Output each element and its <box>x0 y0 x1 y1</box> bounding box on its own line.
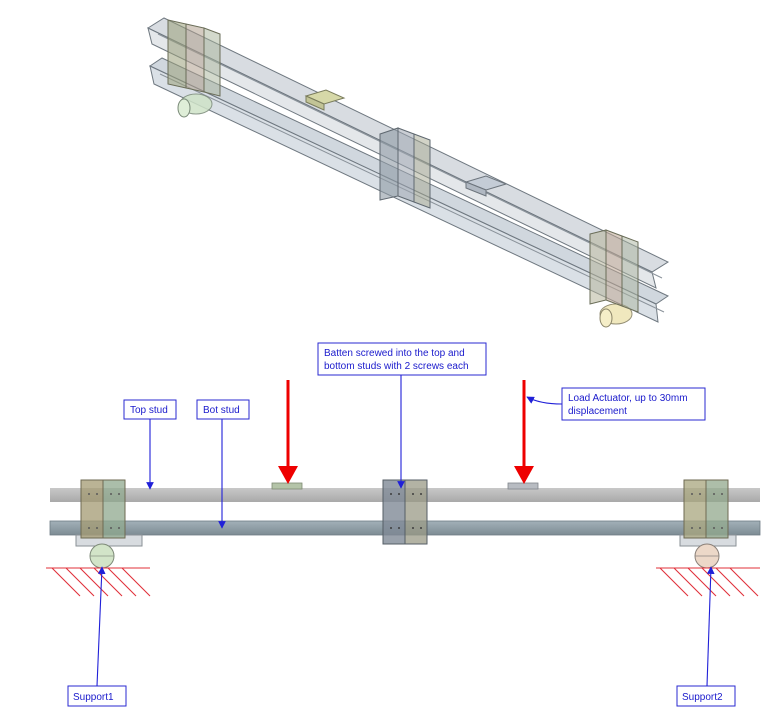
actuator-label-box <box>561 387 706 421</box>
iso-plate-left-2 <box>185 23 205 93</box>
right-end-plate-1 <box>683 479 707 539</box>
actuator-label-line2: displacement <box>568 406 627 417</box>
batten-label-line2: bottom studs with 2 screws each <box>324 361 469 372</box>
top-stud-label: Top stud <box>130 405 168 416</box>
actuator-label-line1: Load Actuator, up to 30mm <box>568 393 688 404</box>
right-end-screws <box>691 493 723 529</box>
callout-support2: Support2 <box>676 566 736 707</box>
support2-label-box <box>676 685 736 707</box>
batten-plate-2 <box>404 479 428 545</box>
batten-label-line1: Batten screwed into the top and <box>324 348 465 359</box>
callout-top-stud: Top stud <box>123 399 177 490</box>
support2-label: Support2 <box>682 692 723 703</box>
iso-plate-left-1 <box>167 19 187 89</box>
callout-support1: Support1 <box>67 566 127 707</box>
support2-ground <box>656 567 760 597</box>
iso-plate-right-2 <box>605 229 623 307</box>
left-end-plate-2 <box>102 479 126 539</box>
right-end-plate-2 <box>705 479 729 539</box>
load-pad-2 <box>507 482 539 490</box>
callout-load-actuator: Load Actuator, up to 30mm displacement <box>526 387 706 421</box>
side-view <box>46 380 761 597</box>
iso-plate-right-3 <box>621 235 639 313</box>
load-arrow-1 <box>278 380 298 484</box>
iso-load-pad-1-side <box>305 95 325 111</box>
load-arrow-2 <box>514 380 534 484</box>
iso-roller-left-end <box>177 98 191 118</box>
load-pad-1 <box>271 482 303 490</box>
callout-batten: Batten screwed into the top and bottom s… <box>317 342 487 489</box>
support1-leader <box>96 566 106 687</box>
callout-bot-stud: Bot stud <box>196 399 250 529</box>
iso-load-pad-2-side <box>465 181 487 197</box>
bot-stud-label: Bot stud <box>203 405 240 416</box>
iso-roller-right-end <box>599 308 613 328</box>
iso-plate-mid-1 <box>379 127 399 201</box>
actuator-leader <box>526 396 563 405</box>
support1-ground <box>46 567 151 597</box>
support2-leader <box>706 566 715 687</box>
batten-label-box <box>317 342 487 376</box>
iso-plate-mid-2 <box>397 127 415 203</box>
iso-plate-left-3 <box>203 27 221 97</box>
bot-stud-label-box <box>196 399 250 420</box>
iso-plate-right-1 <box>589 229 607 305</box>
isometric-view <box>146 17 670 328</box>
support1-label: Support1 <box>73 692 114 703</box>
batten-plate-1 <box>382 479 406 545</box>
batten-screws <box>390 493 422 529</box>
left-end-plate-1 <box>80 479 104 539</box>
iso-plate-mid-3 <box>413 133 431 209</box>
left-end-screws <box>88 493 120 529</box>
